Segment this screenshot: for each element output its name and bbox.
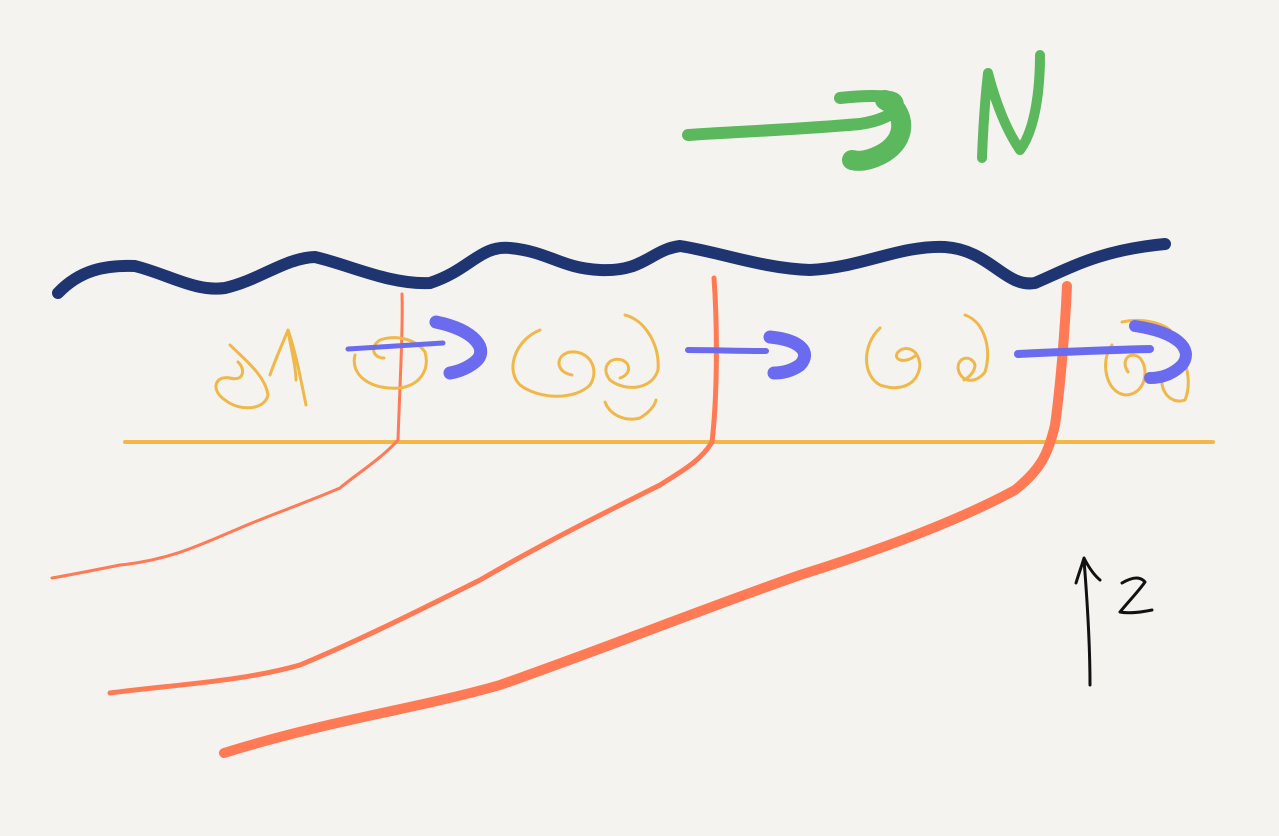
z-axis-label: z [1135, 597, 1136, 599]
flow-arrows [345, 315, 1192, 384]
sea-surface-line [52, 238, 1171, 299]
north-arrow-icon [682, 89, 904, 141]
north-indicator: N [682, 50, 1045, 171]
flow-arrow-1-head [429, 315, 488, 380]
flow-arrow-3 [1014, 345, 1154, 358]
flow-arrow-2-head [763, 330, 811, 380]
field-line-2 [107, 275, 719, 696]
flow-arrow-3-head [1129, 320, 1192, 384]
flow-arrow-1 [345, 340, 446, 352]
field-lines [50, 275, 1072, 758]
swirl-icon [865, 326, 922, 390]
arrow-up-icon [1074, 556, 1102, 687]
swirl-icon [214, 343, 270, 410]
swirl-icon [268, 328, 308, 407]
z-label-glyph [1118, 576, 1154, 615]
north-letter-glyph [977, 50, 1045, 163]
swirl-icon [603, 313, 660, 421]
flow-arrow-2 [685, 347, 769, 354]
north-arrow-head [842, 90, 912, 171]
field-line-3 [219, 281, 1072, 758]
vertical-axis: z [1074, 556, 1154, 687]
eddies [214, 313, 1190, 421]
swirl-icon [956, 313, 990, 382]
swirl-icon [511, 328, 596, 398]
field-line-1 [50, 292, 404, 580]
north-label: N [1010, 111, 1011, 113]
